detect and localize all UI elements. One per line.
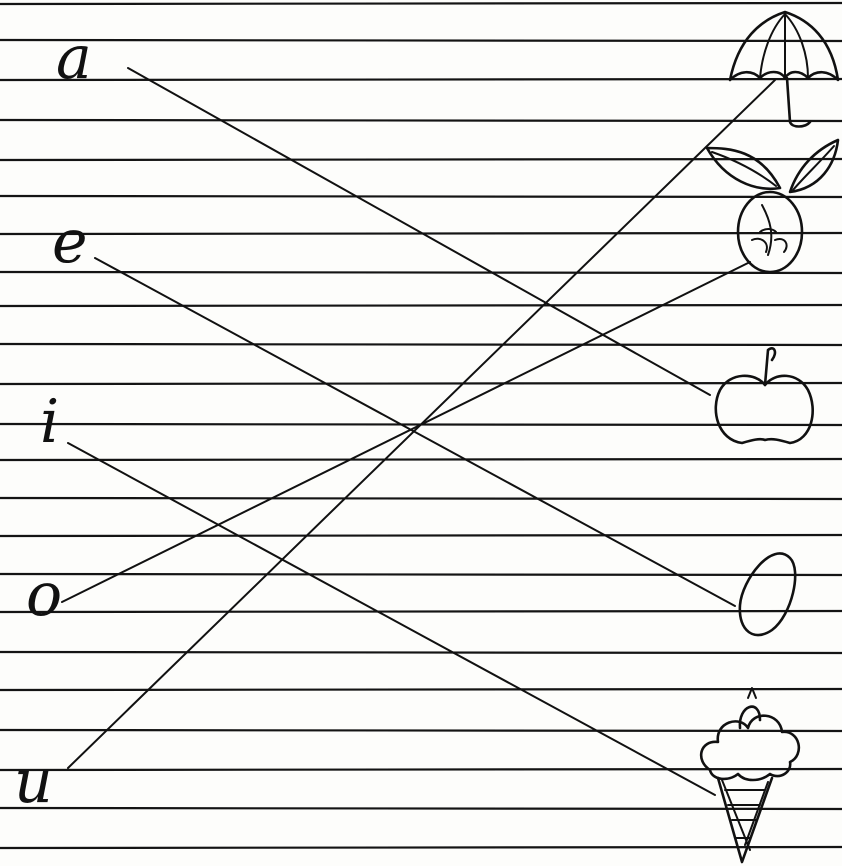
onion-icon [707,140,838,272]
ice-cream-icon [701,688,799,862]
apple-icon [716,348,813,443]
umbrella-icon [730,12,838,127]
egg-icon [740,553,795,635]
